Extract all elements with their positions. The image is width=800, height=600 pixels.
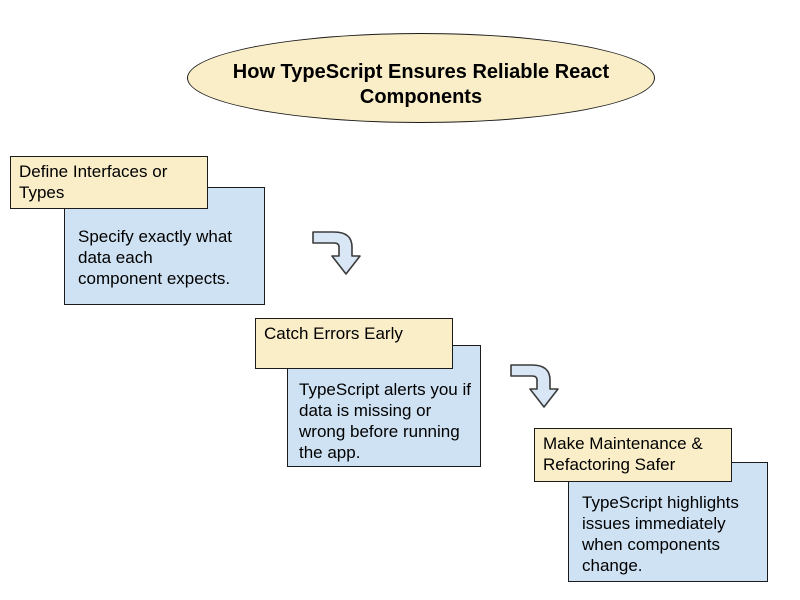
bent-arrow-icon — [510, 364, 560, 414]
step-3-header-box: Make Maintenance & Refactoring Safer — [534, 428, 732, 482]
step-3-body-box: TypeScript highlights issues immediately… — [568, 462, 768, 582]
title-ellipse: How TypeScript Ensures Reliable React Co… — [187, 33, 655, 123]
bent-arrow-icon — [312, 231, 362, 281]
step-2-header-box: Catch Errors Early — [255, 318, 453, 369]
step-1-header-box: Define Interfaces or Types — [10, 156, 208, 209]
